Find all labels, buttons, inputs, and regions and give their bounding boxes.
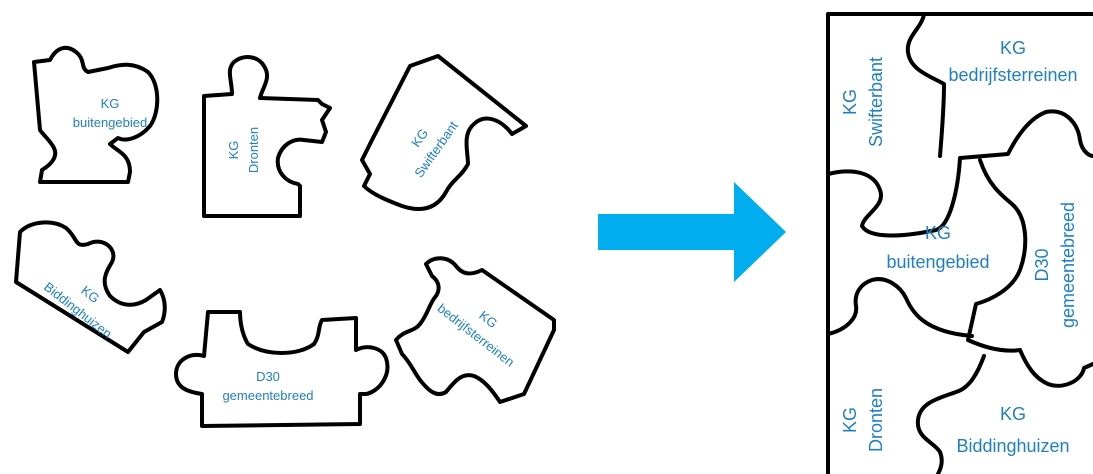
puzzle-piece-shape	[202, 55, 332, 218]
seam-bottom-right	[915, 354, 986, 474]
assembled-label-dronten-line-1: KG	[840, 407, 860, 433]
scattered-piece-biddinghuizen: KG Biddinghuizen	[14, 220, 167, 354]
puzzle-piece-shape	[394, 256, 556, 404]
assembled-label-bedrijfsterreinen-line-1: KG	[1000, 38, 1026, 58]
piece-label-line-2: Dronten	[246, 127, 261, 173]
arrow-right-icon	[598, 182, 786, 282]
scattered-piece-buitengebied: KG buitengebied	[32, 45, 160, 184]
piece-label-line-2: gemeentebreed	[222, 388, 313, 403]
assembled-label-buitengebied-line-1: KG	[925, 223, 951, 243]
assembled-label-bedrijfsterreinen-line-2: bedrijfsterreinen	[948, 65, 1077, 85]
seam-vertical-lower	[966, 158, 1028, 353]
assembled-label-gemeentebreed-line-2: gemeentebreed	[1058, 202, 1078, 328]
piece-label-line-1: D30	[256, 369, 280, 384]
seam-right-knob	[1018, 348, 1093, 388]
puzzle-piece-shape	[14, 220, 167, 354]
seam-vertical-top	[905, 12, 946, 158]
scattered-piece-bedrijfsterreinen: KG bedrijfsterreinen	[394, 256, 556, 404]
piece-label-line-1: KG	[226, 141, 241, 160]
assembled-label-biddinghuizen-line-1: KG	[1000, 404, 1026, 424]
assembled-label-biddinghuizen-line-2: Biddinghuizen	[956, 436, 1069, 456]
scattered-piece-swifterbant: KG Swifterbant	[360, 54, 528, 211]
assembled-label-dronten-line-2: Dronten	[866, 388, 886, 452]
puzzle-piece-shape	[360, 54, 528, 211]
piece-label-line-1: KG	[101, 96, 120, 111]
puzzle-piece-shape	[32, 45, 160, 184]
assembled-puzzle-frame	[826, 12, 1093, 474]
puzzle-piece-shape	[174, 310, 390, 428]
scattered-piece-gemeentebreed: D30 gemeentebreed	[174, 310, 390, 428]
scattered-piece-dronten: KG Dronten	[202, 55, 332, 218]
assembled-label-buitengebied-line-2: buitengebied	[886, 252, 989, 272]
assembled-label-swifterbant-line-1: KG	[840, 89, 860, 115]
seam-horizontal-middle	[826, 109, 1093, 238]
assembled-puzzle: KG Swifterbant KG bedrijfsterreinen KG b…	[826, 12, 1093, 474]
assembled-label-swifterbant-line-2: Swifterbant	[866, 57, 886, 147]
assembled-label-gemeentebreed-line-1: D30	[1032, 248, 1052, 281]
piece-label-line-2: buitengebied	[73, 115, 147, 130]
seam-horizontal-lower	[826, 277, 974, 338]
